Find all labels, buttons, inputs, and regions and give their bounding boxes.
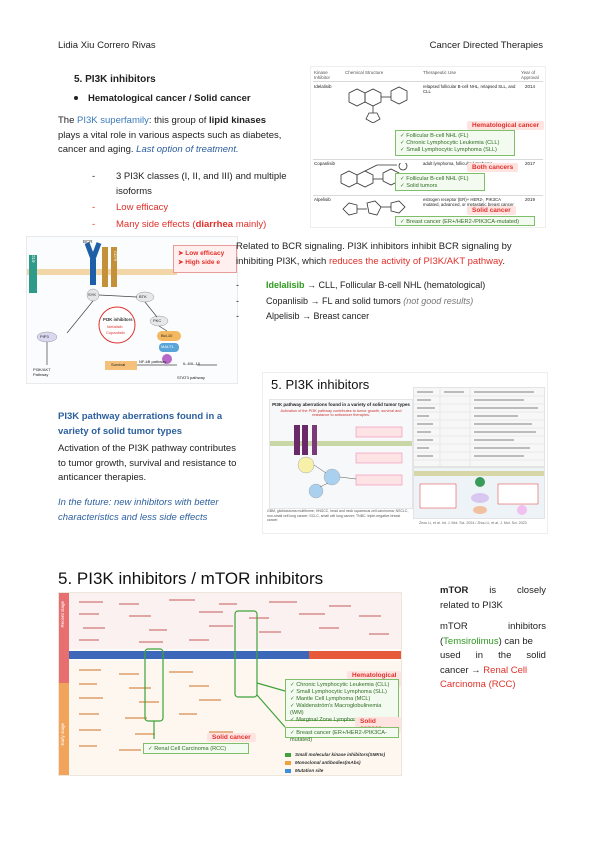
label-stat3: STAT3 pathway — [177, 375, 205, 380]
low-efficacy-note: ➤ Low efficacy ➤ High side e — [173, 245, 237, 273]
label-hematological-cancer: Hematological cancer — [467, 121, 545, 130]
slide-membrane-diagram — [413, 467, 545, 519]
slide-table-grid — [414, 388, 544, 466]
slide-membrane-icon — [414, 471, 544, 515]
label-cd79: CD79 — [113, 251, 118, 262]
pi3k-class-list: -3 PI3K classes (I, II, and III) and mul… — [92, 171, 287, 230]
label-pi3k-inhibitors: PI3K inhibitors — [103, 317, 133, 322]
label-btk: BTK — [139, 294, 147, 299]
label-pip3: PIP3 — [40, 334, 49, 339]
course-title: Cancer Directed Therapies — [429, 40, 543, 51]
section2-future-note: In the future: new inhibitors with bette… — [58, 497, 219, 523]
slide-data-table — [413, 387, 545, 467]
bullet-icon — [74, 96, 78, 101]
label-idelalisib-fig: Idelalisib — [107, 324, 123, 329]
timeline-rcc-box: ✓ Renal Cell Carcinoma (RCC) — [143, 743, 249, 754]
label-bcl10: Bcl-10 — [161, 333, 173, 338]
label-pi3k-akt: PI3K/AKT Pathway — [33, 367, 51, 377]
label-survival: Survival — [111, 362, 126, 367]
label-cd19: CD19 — [31, 251, 36, 263]
idelalisib-structure-icon — [348, 86, 408, 123]
label-nfkb: NF-kB pathway — [139, 359, 167, 364]
solid-tumor-slide: 5. PI3K inhibitors PI3K pathway aberrati… — [262, 372, 548, 534]
table-header-use: Therapeutic Use — [423, 70, 457, 75]
label-bcr: BCR — [83, 239, 93, 244]
bcr-pathway-diagram — [27, 242, 217, 370]
section3-title: 5. PI3K inhibitors / mTOR inhibitors — [58, 569, 324, 588]
slide-pathway-panel: PI3K pathway aberrations found in a vari… — [269, 399, 413, 509]
slide-caption: Activation of the PI3K pathway contribut… — [280, 409, 402, 417]
table-header-structure: Chemical Structure — [345, 70, 384, 75]
table-row-copanlisib-use: adult lymphoma, follicular lymphoma — [423, 161, 493, 166]
copanlisib-structure-icon — [340, 163, 408, 188]
table-row-copanlisib-year: 2017 — [525, 161, 536, 166]
author-name: Lidia Xiu Correro Rivas — [58, 40, 156, 51]
alpelisib-structure-icon — [342, 200, 406, 216]
pi3k-drug-table: Kinase Inhibitor Chemical Structure Ther… — [310, 66, 546, 228]
label-copanlisib-fig: Copanlisib — [106, 330, 125, 335]
section-title-pi3k: 5. PI3K inhibitors — [74, 74, 156, 85]
table-row-idelalisib-use: relapsed follicular B-cell NHL, relapsed… — [423, 84, 516, 94]
bcr-drug-list: -Idelalisib → CLL, Follicular B-cell NHL… — [236, 280, 486, 321]
table-header-year: Year of Approval — [521, 70, 539, 80]
table-row-copanlisib-name: Copanlisib — [314, 161, 336, 166]
bullet-cancer-type: Hematological cancer / Solid cancer — [74, 92, 251, 107]
intro-paragraph: The PI3K superfamily: this group of lipi… — [58, 115, 282, 155]
timeline-legend: Small molecular kinase inhibitors(SMKIs)… — [295, 752, 386, 773]
table-row-idelalisib-name: Idelalisib — [314, 84, 332, 89]
section2-heading: PI3K pathway aberrations found in a vari… — [58, 411, 223, 437]
label-malt1: MALT1 — [161, 344, 174, 349]
slide-title: 5. PI3K inhibitors — [271, 377, 370, 392]
bcr-signaling-figure: CD19 BCR CD79 SYK BTK PKC PIP3 PI3K inhi… — [26, 236, 238, 384]
timeline-heme-box: ✓ Chronic Lymphocytic Leukemia (CLL) ✓ S… — [285, 679, 399, 723]
section2-paragraph: Activation of the PI3K pathway contribut… — [58, 443, 237, 483]
label-il6: IL-6/IL-10 — [183, 361, 201, 366]
slide-reference: Zhou Li, et al. Int. J. Mol. Sci. 2024 /… — [419, 521, 527, 525]
label-syk: SYK — [88, 292, 97, 297]
bcr-paragraph: Related to BCR signaling. PI3K inhibitor… — [236, 241, 512, 267]
table-row-alpelisib-name: Alpelisib — [314, 197, 331, 202]
table-row-idelalisib-year: 2014 — [525, 84, 536, 89]
slide-footnote: GBM, glioblastoma multiforme; HNSCC, hea… — [267, 509, 409, 522]
both-indications-box: ✓ Follicular B-cell NHL (FL) ✓ Solid tum… — [395, 173, 485, 191]
label-pkc: PKC — [153, 318, 162, 323]
label-both-cancers: Both cancers — [467, 163, 519, 172]
slide-subtitle: PI3K pathway aberrations found in a vari… — [272, 402, 410, 407]
axis-recent-stage: Recent stage — [60, 601, 65, 628]
table-row-alpelisib-year: 2019 — [525, 197, 536, 202]
label-solid-cancer: Solid cancer — [467, 206, 516, 215]
timeline-solid-box: ✓ Breast cancer (ER+/HER2-/PIK3CA-mutate… — [285, 727, 399, 743]
axis-early-stage: Early stage — [60, 723, 65, 746]
table-row-alpelisib-use: estrogen receptor (ER)+ HER2-, PIK3CA mu… — [423, 197, 514, 207]
mtor-timeline-figure: Recent stage Early stage Hematological c… — [58, 592, 402, 776]
solid-indications-box: ✓ Breast cancer (ER+/HER2-/PIK3CA-mutate… — [395, 216, 535, 226]
timeline-diagram — [59, 593, 401, 775]
table-header-kinase: Kinase Inhibitor — [314, 70, 331, 80]
heme-indications-box: ✓ Follicular B-cell NHL (FL) ✓ Chronic L… — [395, 130, 515, 156]
timeline-label-solid-rcc: Solid cancer — [207, 733, 256, 742]
slide-pathway-diagram — [270, 425, 412, 499]
